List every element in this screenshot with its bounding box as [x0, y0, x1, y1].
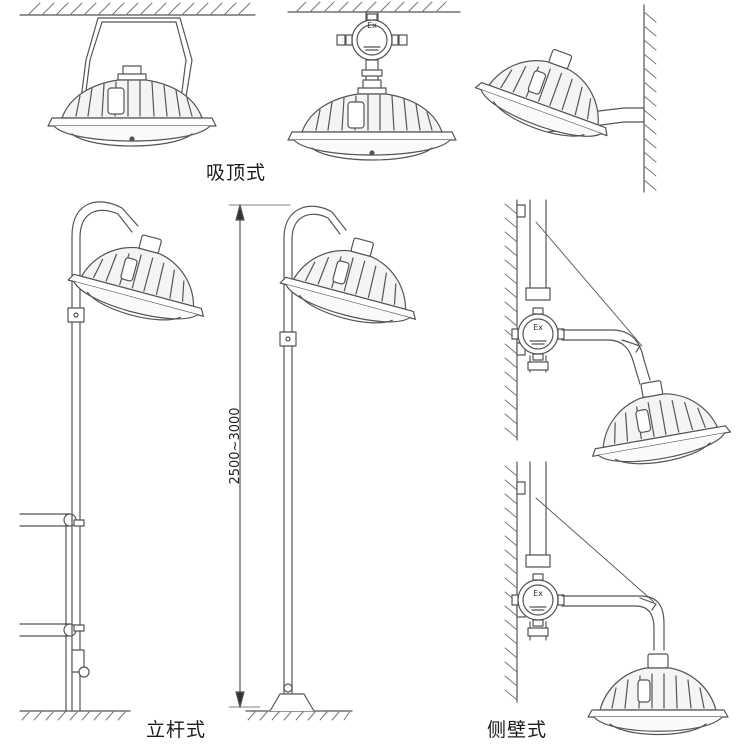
pipe-pendant-mount: Ex [287, 1, 461, 85]
wall-lamp-head [468, 27, 630, 153]
pole-lamp-head-2 [275, 221, 433, 337]
side-wall-lamp-head-2 [587, 653, 729, 736]
height-dimension [228, 204, 291, 708]
junction-box-ex-label-3: Ex [533, 589, 543, 598]
wall-mount-caption: 侧壁式 [487, 719, 548, 741]
pole-mount-caption: 立杆式 [146, 719, 207, 741]
pendant-lamp-head [287, 79, 457, 161]
side-wall-mount-1: Ex [504, 199, 651, 441]
ceiling-mount-bracket [19, 2, 256, 123]
ceiling-mount-caption: 吸顶式 [206, 162, 267, 184]
pole-mount-standalone [245, 205, 353, 721]
side-wall-lamp-head-1 [581, 369, 735, 475]
pole-mount-with-railing [19, 201, 139, 721]
junction-box-ex-label: Ex [367, 21, 377, 30]
pole-lamp-head-1 [63, 218, 221, 334]
ceiling-lamp-head [47, 65, 217, 147]
ceiling-hatch [27, 2, 251, 16]
side-wall-mount-2: Ex [504, 461, 665, 703]
junction-box-ex-label-2: Ex [533, 323, 543, 332]
height-dimension-label: 2500~3000 [228, 407, 243, 484]
